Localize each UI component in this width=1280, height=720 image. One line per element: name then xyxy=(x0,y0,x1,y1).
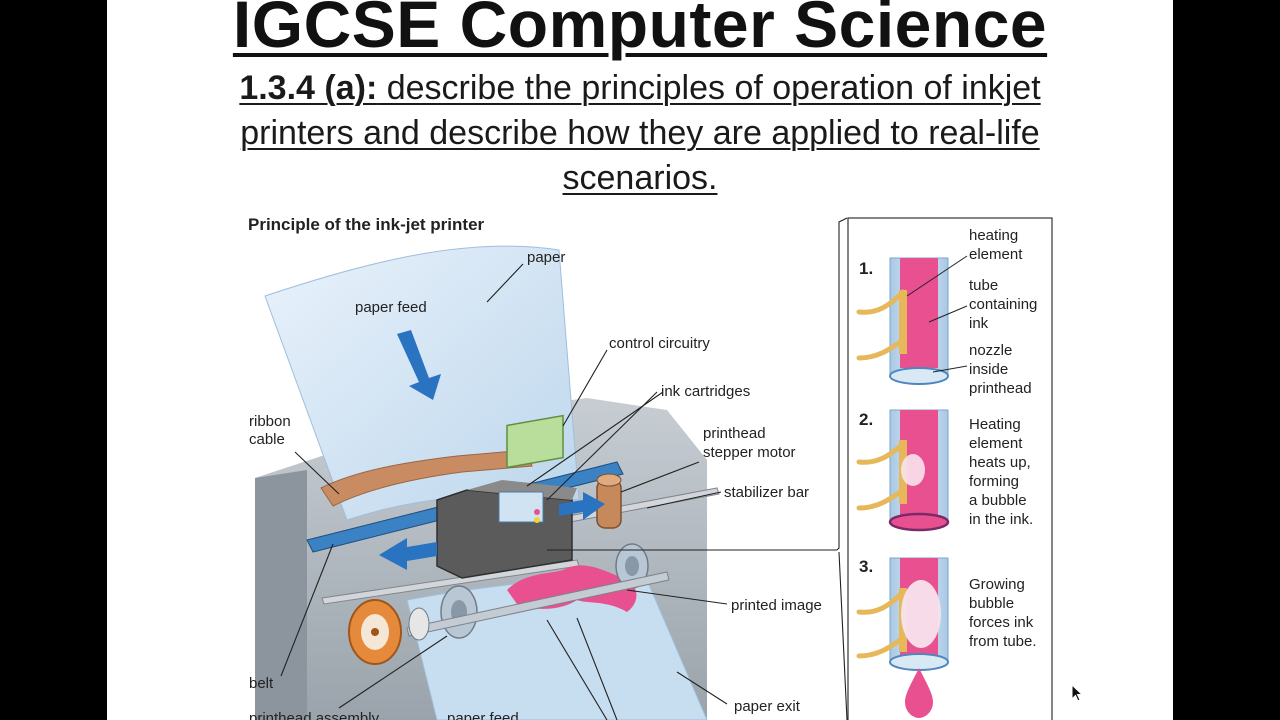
label-control-circuitry: control circuitry xyxy=(609,335,710,352)
label-belt: belt xyxy=(249,675,274,692)
label-paper: paper xyxy=(527,249,565,266)
step-2-line-1: Heating xyxy=(969,416,1021,433)
objective-code: 1.3.4 (a): xyxy=(239,69,378,107)
step-3-line-3: forces ink xyxy=(969,614,1034,631)
step-2-line-2: element xyxy=(969,435,1023,452)
step-3-line-4: from tube. xyxy=(969,633,1037,650)
label-stabilizer-bar: stabilizer bar xyxy=(724,484,809,501)
label-cable: cable xyxy=(249,431,285,448)
step-2-line-6: in the ink. xyxy=(969,511,1033,528)
label-printhead: printhead xyxy=(703,425,766,442)
step-1-line-3: tube xyxy=(969,277,998,294)
page-title: IGCSE Computer Science xyxy=(232,0,1048,61)
learning-objective: 1.3.4 (a): describe the principles of op… xyxy=(187,66,1093,201)
paper-feed-arrow xyxy=(397,330,441,400)
leader-lines xyxy=(280,217,848,720)
printhead-carriage xyxy=(436,480,577,579)
step-3-line-2: bubble xyxy=(969,595,1014,612)
control-circuit-board xyxy=(506,414,564,469)
roller-shaft xyxy=(406,571,670,637)
label-printed-image: printed image xyxy=(731,597,822,614)
step-2-line-3: heats up, xyxy=(969,454,1031,471)
step-3-line-1: Growing xyxy=(969,576,1025,593)
step-3-number: 3. xyxy=(859,557,873,576)
feed-gear xyxy=(408,607,430,641)
label-stepper-motor: stepper motor xyxy=(703,444,796,461)
step-2-number: 2. xyxy=(859,410,873,429)
step-1-line-8: printhead xyxy=(969,380,1032,397)
step-1-line-7: inside xyxy=(969,361,1008,378)
step-2-line-5: a bubble xyxy=(969,492,1027,509)
stepper-motor xyxy=(596,473,622,529)
slide: IGCSE Computer Science 1.3.4 (a): descri… xyxy=(107,0,1173,720)
step-1-line-6: nozzle xyxy=(969,342,1012,359)
carriage-arrow-left xyxy=(379,538,437,570)
inkjet-diagram: Principle of the ink-jet printer xyxy=(248,215,1053,720)
step-1-line-4: containing xyxy=(969,296,1037,313)
step-1-number: 1. xyxy=(859,259,873,278)
label-paper-feed-bottom: paper feed xyxy=(447,710,519,720)
bubble-panel xyxy=(847,217,1053,720)
label-ink-cartridges: ink cartridges xyxy=(661,383,750,400)
objective-text: describe the principles of operation of … xyxy=(240,69,1041,197)
mouse-pointer-icon xyxy=(1071,684,1083,702)
feed-motor xyxy=(348,599,402,665)
step-1-line-5: ink xyxy=(969,315,989,332)
step-3-tube xyxy=(856,557,949,718)
label-printhead-assembly: printhead assembly xyxy=(249,710,380,720)
step-2-tube xyxy=(856,409,950,532)
diagram-heading: Principle of the ink-jet printer xyxy=(248,215,485,234)
roller-left xyxy=(440,585,478,639)
step-1-line-1: heating xyxy=(969,227,1018,244)
label-paper-exit: paper exit xyxy=(734,698,801,715)
label-ribbon: ribbon xyxy=(249,413,291,430)
step-2-line-4: forming xyxy=(969,473,1019,490)
step-1-line-2: element xyxy=(969,246,1023,263)
label-paper-feed: paper feed xyxy=(355,299,427,316)
carriage-arrow-right xyxy=(559,492,605,520)
ribbon-cable xyxy=(320,449,533,507)
